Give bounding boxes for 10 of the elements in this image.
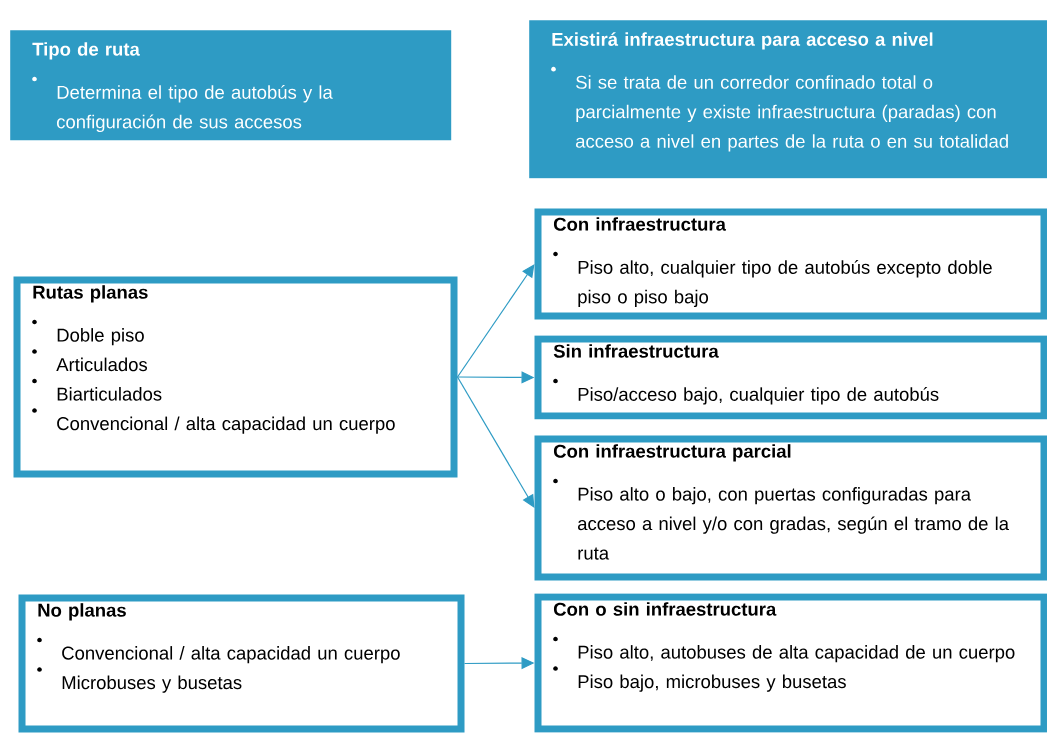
text-box: Con infraestructura Piso alto, cualquier tipo de autobús excepto doble piso o piso bajo <box>534 208 1047 320</box>
text-box: No planas Convencional / alta capacidad un cuerpo Microbuses y busetas <box>18 594 465 733</box>
header-box: Tipo de ruta Determina el tipo de autobús y la configuración de sus accesos <box>10 30 452 141</box>
header-box: Existirá infraestructura para acceso a nivel Si se trata de un corredor confinado total o parcialmente y existe infraestructura (paradas) con acceso a nivel en partes de la ruta o en su totalidad <box>529 20 1047 179</box>
text-box: Con infraestructura parcial Piso alto o bajo, con puertas configuradas para acceso a nivel y/o con gradas, según el tramo de la ruta <box>534 435 1047 581</box>
text-box: Con o sin infraestructura Piso alto, autobuses de alta capacidad de un cuerpo Piso bajo, microbuses y busetas <box>534 593 1047 733</box>
arrow <box>456 264 535 378</box>
text-box: Sin infraestructura Piso/acceso bajo, cualquier tipo de autobús <box>534 335 1047 420</box>
text-box: Rutas planas Doble piso Articulados Biarticulados Convencional / alta capacidad un cuerpo <box>13 276 458 478</box>
arrow <box>456 376 535 508</box>
